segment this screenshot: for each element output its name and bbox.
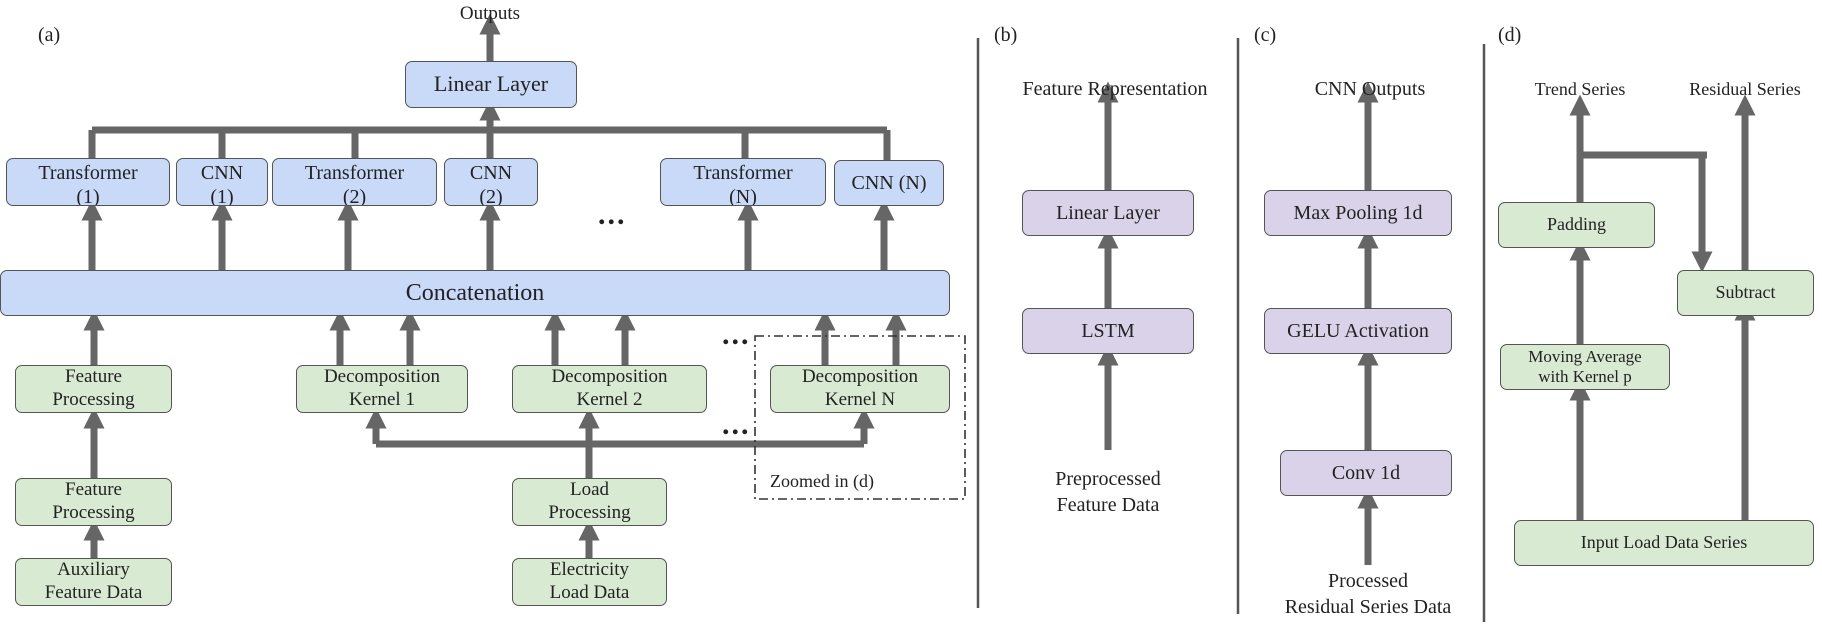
auxiliary-feature-data-block: Auxiliary Feature Data xyxy=(15,558,172,606)
subtract-label: Subtract xyxy=(1715,282,1776,303)
lstm-label: LSTM xyxy=(1081,320,1135,342)
input-load-data-series-label: Input Load Data Series xyxy=(1580,532,1748,553)
b-linear-layer-label: Linear Layer xyxy=(1056,202,1160,224)
conv-1d-block: Conv 1d xyxy=(1280,450,1452,496)
panel-label-d: (d) xyxy=(1498,24,1522,46)
lstm-block: LSTM xyxy=(1022,308,1194,354)
feature-processing-top-label: Feature Processing xyxy=(52,366,135,410)
max-pooling-block: Max Pooling 1d xyxy=(1264,190,1452,236)
decomposition-kernel-1-block: Decomposition Kernel 1 xyxy=(296,365,468,413)
transformer-2-label: Transformer (2) xyxy=(304,162,405,206)
decomposition-kernel-n-block: Decomposition Kernel N xyxy=(770,365,950,413)
max-pooling-label: Max Pooling 1d xyxy=(1293,202,1423,224)
subtract-block: Subtract xyxy=(1677,270,1814,316)
moving-average-label: Moving Average with Kernel p xyxy=(1528,346,1642,386)
linear-layer-block: Linear Layer xyxy=(405,61,577,108)
transformer-2-block: Transformer (2) xyxy=(272,158,437,206)
cnn-1-label: CNN (1) xyxy=(200,162,244,206)
decomposition-kernel-1-label: Decomposition Kernel 1 xyxy=(323,366,441,410)
processed-residual-label: Processed Residual Series Data xyxy=(1284,570,1452,618)
zoomed-in-label: Zoomed in (d) xyxy=(770,471,874,491)
padding-block: Padding xyxy=(1498,202,1655,248)
load-processing-label: Load Processing xyxy=(548,479,631,523)
b-linear-layer-block: Linear Layer xyxy=(1022,190,1194,236)
gelu-activation-block: GELU Activation xyxy=(1264,308,1452,354)
electricity-load-data-block: Electricity Load Data xyxy=(512,558,667,606)
decomposition-kernel-2-block: Decomposition Kernel 2 xyxy=(512,365,707,413)
feature-processing-bottom-label: Feature Processing xyxy=(52,479,135,523)
residual-series-label: Residual Series xyxy=(1689,79,1801,99)
electricity-load-data-label: Electricity Load Data xyxy=(549,559,630,603)
cnn-n-block: CNN (N) xyxy=(834,160,944,206)
ellipsis-kernels-bottom: ... xyxy=(722,408,751,441)
ellipsis-kernels-top: ... xyxy=(722,318,751,351)
input-load-data-series-block: Input Load Data Series xyxy=(1514,520,1814,566)
feature-representation-label: Feature Representation xyxy=(1022,78,1208,100)
auxiliary-feature-data-label: Auxiliary Feature Data xyxy=(44,559,143,603)
decomposition-kernel-n-label: Decomposition Kernel N xyxy=(801,366,919,410)
moving-average-block: Moving Average with Kernel p xyxy=(1500,344,1670,390)
trend-series-label: Trend Series xyxy=(1534,79,1626,99)
panel-label-a: (a) xyxy=(38,24,61,46)
ellipsis-models: ... xyxy=(598,198,627,231)
cnn-1-block: CNN (1) xyxy=(176,158,268,206)
feature-processing-bottom-block: Feature Processing xyxy=(15,478,172,526)
transformer-n-block: Transformer (N) xyxy=(660,158,826,206)
panel-label-b: (b) xyxy=(994,24,1018,46)
concatenation-block: Concatenation xyxy=(0,270,950,316)
cnn-2-label: CNN (2) xyxy=(469,162,513,206)
cnn-2-block: CNN (2) xyxy=(444,158,538,206)
load-processing-block: Load Processing xyxy=(512,478,667,526)
transformer-1-block: Transformer (1) xyxy=(6,158,170,206)
preprocessed-feature-data-label: Preprocessed Feature Data xyxy=(1055,468,1161,516)
feature-processing-top-block: Feature Processing xyxy=(15,365,172,413)
panel-label-c: (c) xyxy=(1254,24,1277,46)
linear-layer-label: Linear Layer xyxy=(433,71,549,97)
decomposition-kernel-2-label: Decomposition Kernel 2 xyxy=(551,366,668,410)
outputs-label: Outputs xyxy=(459,3,521,24)
conv-1d-label: Conv 1d xyxy=(1331,462,1401,484)
concatenation-label: Concatenation xyxy=(405,279,545,306)
cnn-outputs-label: CNN Outputs xyxy=(1314,78,1426,100)
gelu-activation-label: GELU Activation xyxy=(1287,320,1429,342)
padding-label: Padding xyxy=(1546,214,1606,235)
zoom-region-box xyxy=(754,335,966,500)
cnn-n-label: CNN (N) xyxy=(851,172,927,194)
transformer-n-label: Transformer (N) xyxy=(693,162,793,206)
transformer-1-label: Transformer (1) xyxy=(38,162,138,206)
